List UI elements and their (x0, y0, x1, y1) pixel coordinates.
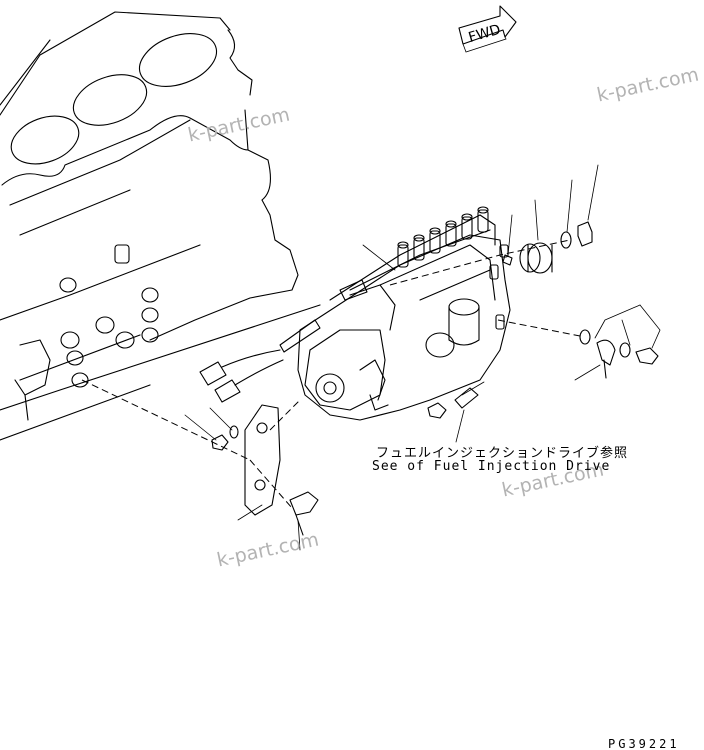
drawing-code: PG39221 (608, 737, 680, 750)
center-lines (81, 239, 581, 509)
reference-note-en: See of Fuel Injection Drive (372, 459, 611, 474)
engine-block (0, 11, 321, 441)
reference-note-jp: フュエルインジェクションドライブ参照 (376, 446, 629, 461)
fwd-arrow-icon: FWD (458, 5, 517, 53)
eye-fitting-parts (579, 329, 659, 379)
fwd-label: FWD (467, 22, 503, 46)
harness-connector (199, 349, 284, 403)
drive-gear-parts (502, 221, 593, 274)
leader-lines (184, 164, 661, 551)
bracket-parts (211, 387, 479, 536)
injection-pump (279, 206, 511, 421)
